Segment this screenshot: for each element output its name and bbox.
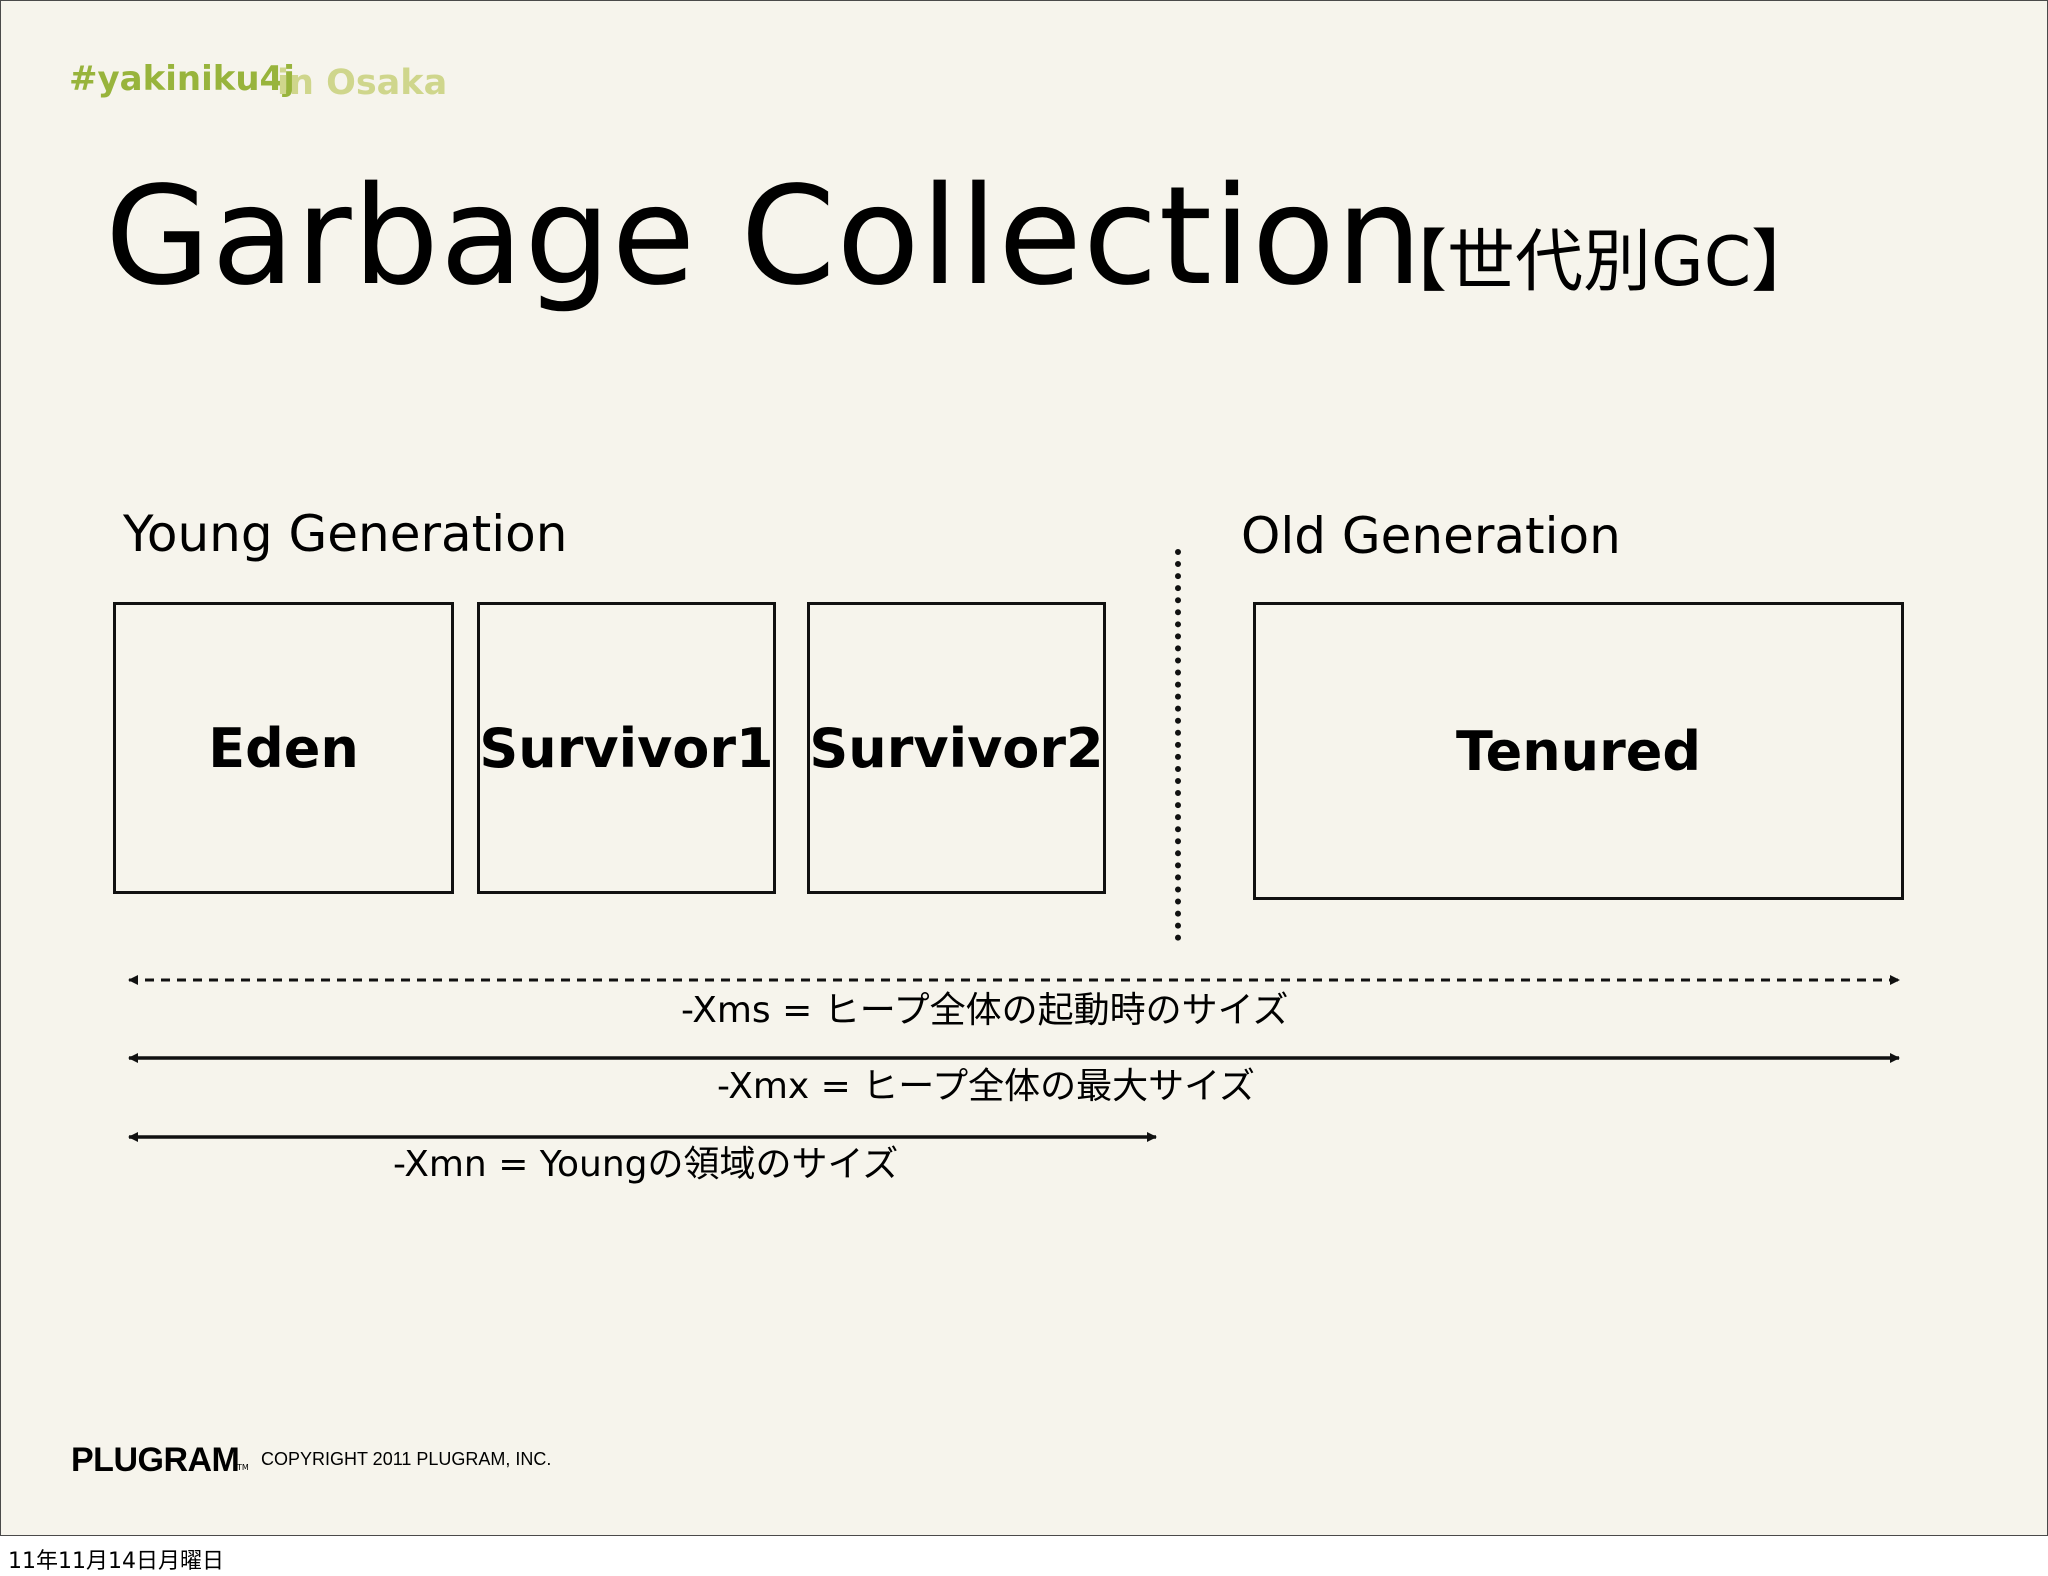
survivor1-box: Survivor1 bbox=[477, 602, 776, 894]
eden-box: Eden bbox=[113, 602, 454, 894]
copyright-text: COPYRIGHT 2011 PLUGRAM, INC. bbox=[261, 1449, 552, 1469]
slide: #yakiniku4j in Osaka Garbage Collection … bbox=[0, 0, 2048, 1536]
size-arrows bbox=[128, 975, 1900, 1142]
old-generation-label: Old Generation bbox=[1241, 507, 1621, 565]
slide-subtitle: 【世代別GC】 bbox=[1379, 223, 1820, 302]
trademark-mark: TM bbox=[237, 1463, 249, 1472]
young-generation-label: Young Generation bbox=[123, 505, 568, 563]
plugram-logo: PLUGRAM bbox=[71, 1441, 240, 1479]
location-label: in Osaka bbox=[277, 63, 448, 103]
xmn-label: -Xmn = Youngの領域のサイズ bbox=[393, 1144, 899, 1185]
tenured-box: Tenured bbox=[1253, 602, 1904, 900]
generation-divider bbox=[1175, 549, 1181, 941]
slide-title: Garbage Collection bbox=[105, 158, 1424, 316]
tenured-label: Tenured bbox=[1455, 719, 1702, 783]
eden-label: Eden bbox=[208, 716, 359, 780]
survivor2-box: Survivor2 bbox=[807, 602, 1106, 894]
xms-label: -Xms = ヒープ全体の起動時のサイズ bbox=[681, 990, 1289, 1031]
survivor2-label: Survivor2 bbox=[809, 716, 1104, 780]
date-stamp: 11年11月14日月曜日 bbox=[8, 1549, 224, 1574]
xmx-label: -Xmx = ヒープ全体の最大サイズ bbox=[717, 1066, 1256, 1107]
hashtag: #yakiniku4j bbox=[69, 59, 295, 99]
survivor1-label: Survivor1 bbox=[479, 716, 774, 780]
